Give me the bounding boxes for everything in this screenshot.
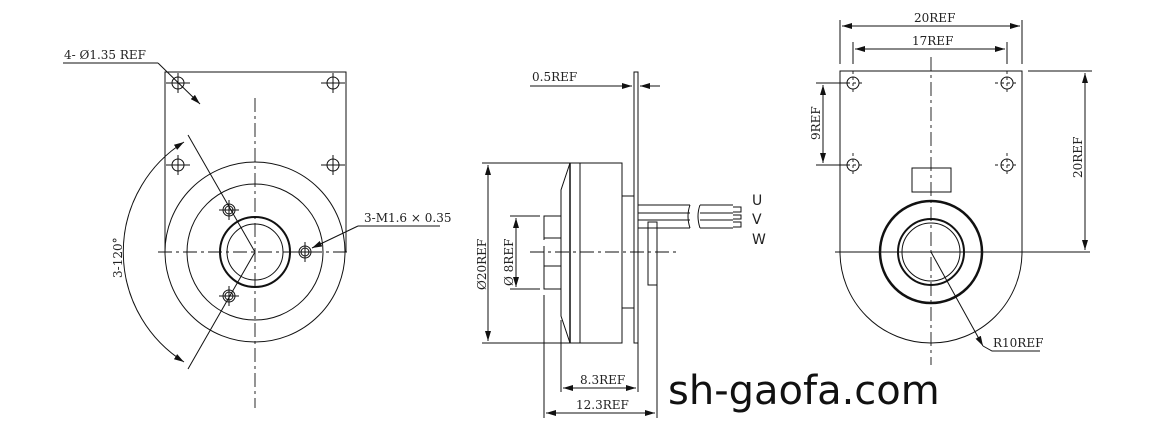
watermark: sh-gaofa.com [668,368,940,414]
wire-label-u: U [752,193,762,209]
length-total-dim: 12.3REF [576,398,629,412]
front-view: 3-120° 4- Ø1.35 REF 3-M1.6 × 0.35 [63,48,451,408]
body-diameter-dim: Ø20REF [475,239,489,290]
angle-callout: 3-120° [111,237,125,278]
height-dim: 20REF [1071,137,1085,178]
width-outer-dim: 20REF [914,11,955,25]
length-inner-dim: 8.3REF [580,373,625,387]
plate-thickness-dim: 0.5REF [532,70,577,84]
wire-label-w: W [752,232,766,248]
rear-mounting-holes [841,71,1019,177]
thread-callout: 3-M1.6 × 0.35 [364,211,451,225]
shaft-diameter-dim: Ø 8REF [502,239,516,286]
wire-label-v: V [752,212,762,228]
hole-spacing-dim: 9REF [809,106,823,140]
rear-view: 20REF 17REF 9REF 20REF R10REF [809,11,1092,365]
hole-callout: 4- Ø1.35 REF [64,48,146,62]
radius-dim: R10REF [993,336,1043,350]
side-view: U V W 0.5REF Ø20REF Ø 8REF 8.3REF 12.3RE… [475,70,766,418]
width-holes-dim: 17REF [912,34,953,48]
mounting-holes [166,73,345,175]
